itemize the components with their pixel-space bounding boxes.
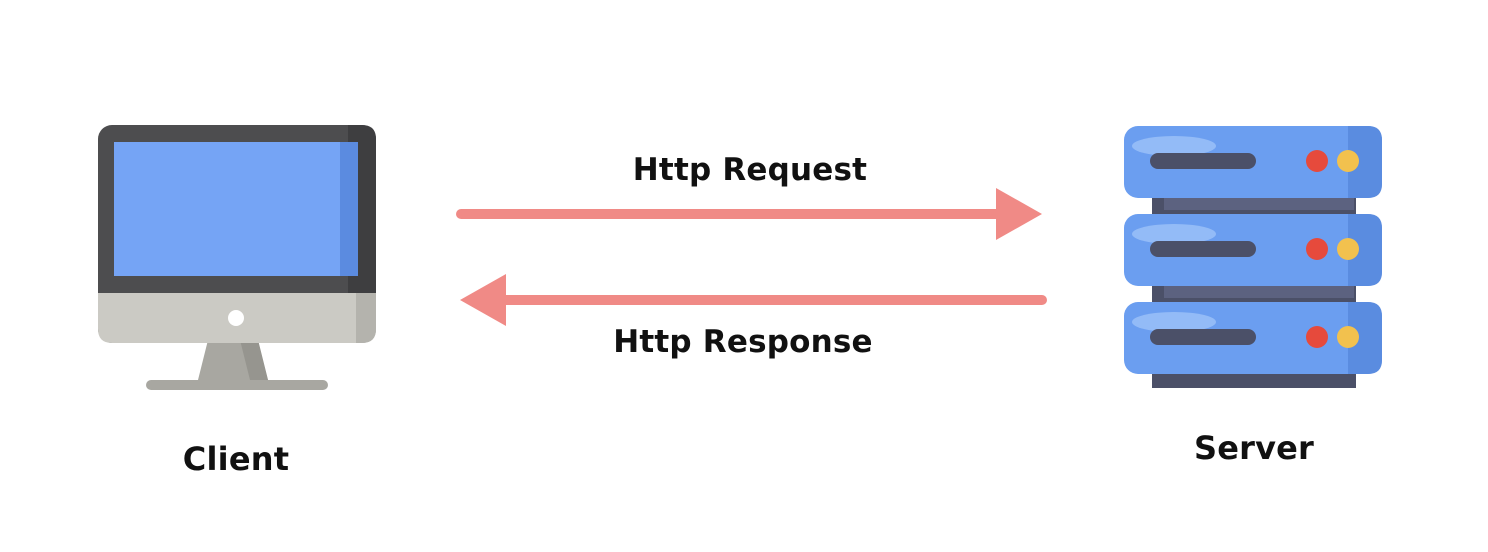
server-rack-icon	[1124, 126, 1382, 388]
server-unit-3	[1124, 302, 1382, 374]
client-label: Client	[182, 440, 290, 478]
desktop-monitor-icon	[98, 125, 376, 390]
response-label: Http Response	[613, 324, 873, 360]
response-arrow	[460, 274, 1047, 326]
server-unit-2	[1124, 214, 1382, 286]
server-label: Server	[1193, 429, 1315, 467]
request-label: Http Request	[632, 152, 868, 188]
request-arrow	[456, 188, 1042, 240]
server-unit-1	[1124, 126, 1382, 198]
